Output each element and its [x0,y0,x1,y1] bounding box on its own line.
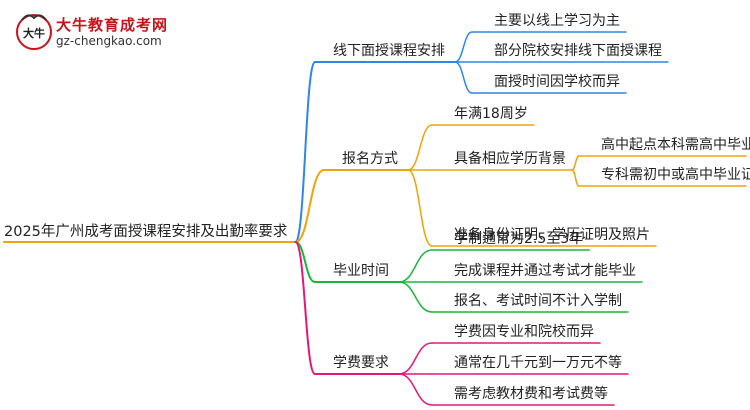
root-topic: 2025年广州成考面授课程安排及出勤率要求 [4,224,288,240]
branch-offline-courses: 线下面授课程安排 [333,43,445,59]
connector-branch-0-leaf-2 [454,61,473,94]
connector-sub-1 [571,169,580,187]
logo-circle [16,14,52,50]
leaf-time-varies: 面授时间因学校而异 [494,74,620,90]
logo-mark-icon: 大牛 [16,14,52,50]
brand-logo[interactable]: 大牛教育成考网 gz-chengkao.com [44,10,244,54]
brand-name: 大牛教育成考网 [56,16,169,34]
connector-sub-0 [571,155,580,171]
branch-registration: 报名方式 [342,151,398,167]
leaf-documents: 准备身份证明、学历证明及照片 [454,227,650,243]
connector-root-branch-3 [294,241,316,375]
connector-branch-3-leaf-2 [398,373,433,406]
leaf-junior-college-cert: 专科需初中或高中毕业证书 [601,167,750,183]
leaf-highschool-to-bachelor: 高中起点本科需高中毕业 [601,137,750,153]
leaf-fee-varies: 学费因专业和院校而异 [454,324,594,340]
leaf-age-18: 年满18周岁 [454,106,528,122]
connector-branch-2-leaf-0 [398,249,433,283]
connector-branch-2-leaf-2 [398,281,433,313]
leaf-duration: 学制通常为2.5至3年 [454,231,584,247]
leaf-fee-range: 通常在几千元到一万元不等 [454,355,622,371]
connector-root-branch-1 [294,169,325,243]
leaf-education-background: 具备相应学历背景 [454,151,566,167]
connector-root-branch-0 [294,61,316,243]
connector-branch-3-leaf-0 [398,342,433,375]
logo-text: 大牛 [23,26,45,40]
leaf-extra-costs: 需考虑教材费和考试费等 [454,386,608,402]
leaf-time-not-counted: 报名、考试时间不计入学制 [454,293,622,309]
branch-tuition: 学费要求 [333,355,389,371]
connector-branch-0-leaf-0 [454,31,473,63]
logo-horns [21,14,47,21]
branch-graduation: 毕业时间 [333,263,389,279]
leaf-some-offline: 部分院校安排线下面授课程 [494,43,662,59]
leaf-online-mainly: 主要以线上学习为主 [494,13,620,29]
brand-url: gz-chengkao.com [56,34,162,48]
leaf-pass-exams: 完成课程并通过考试才能毕业 [454,263,636,279]
connector-branch-1-leaf-2 [407,169,433,247]
connector-branch-1-leaf-0 [407,124,433,171]
